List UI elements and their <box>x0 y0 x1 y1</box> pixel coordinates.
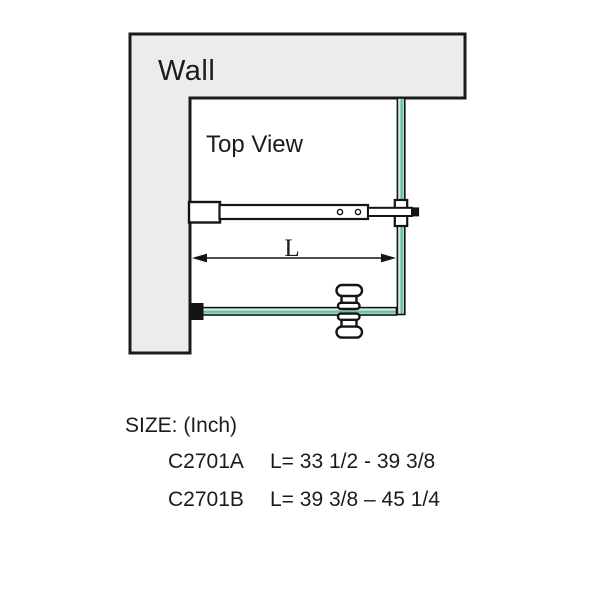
size-row-c2701b: C2701B L= 39 3/8 – 45 1/4 <box>0 488 600 511</box>
length-range: L= 39 3/8 – 45 1/4 <box>270 488 440 511</box>
knob-top-cap <box>335 283 364 298</box>
length-range: L= 33 1/2 - 39 3/8 <box>270 450 436 473</box>
support-bar-outer-tube <box>218 203 370 221</box>
support-bar-assembly <box>187 198 420 228</box>
size-heading: SIZE: (Inch) <box>125 414 238 437</box>
support-bar-end-cap <box>411 207 420 217</box>
wall-label: Wall <box>158 55 215 87</box>
door-knob <box>335 283 364 339</box>
dimension-arrowhead-left <box>192 253 207 263</box>
dimension-arrowhead-right <box>381 253 396 263</box>
dimension-arrow <box>192 253 396 263</box>
wall-anchor-bracket <box>189 303 204 320</box>
model-label: C2701B <box>168 488 244 511</box>
dimension-label: L <box>284 235 299 262</box>
adjustment-hole-2 <box>354 208 362 216</box>
wall-mount-bracket <box>187 200 222 224</box>
wall-shape <box>128 32 467 355</box>
knob-bottom-cap <box>335 325 364 339</box>
glass-door-panel <box>193 306 398 316</box>
model-label: C2701A <box>168 450 244 473</box>
top-view-label: Top View <box>206 131 304 158</box>
knob-bottom-flange <box>336 312 361 322</box>
adjustment-hole-1 <box>336 208 344 216</box>
support-bar-inner-rod <box>367 206 413 218</box>
knob-top-flange <box>336 301 361 311</box>
size-row-c2701a: C2701A L= 33 1/2 - 39 3/8 <box>0 450 600 473</box>
